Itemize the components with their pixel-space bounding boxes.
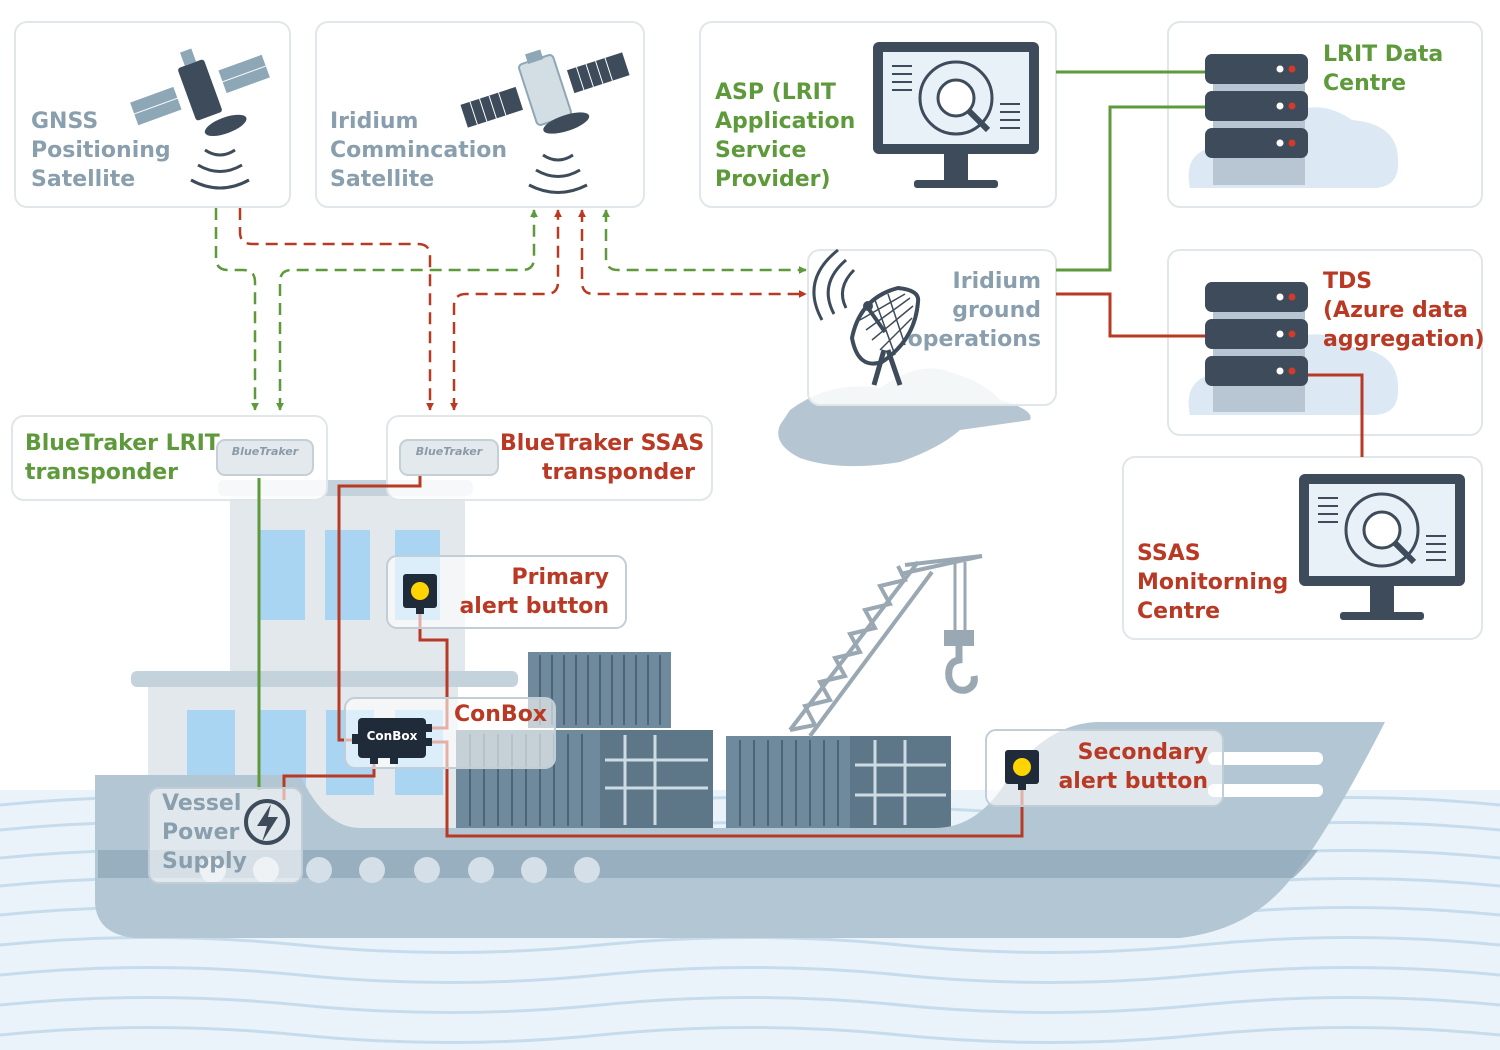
- conbox-device: [352, 718, 432, 764]
- satellite-icon: [460, 49, 630, 194]
- conbox-label: ConBox: [454, 702, 547, 727]
- lrit-device-brand: BlueTraker: [231, 445, 299, 458]
- device-panels: [148, 555, 1224, 884]
- alert-button-icon: [403, 574, 437, 614]
- power-icon: [244, 799, 290, 845]
- satellite-links: [214, 208, 807, 411]
- transponder-panels: [11, 415, 713, 501]
- monitor-icon: [1299, 474, 1465, 620]
- conbox-device-text: ConBox: [366, 729, 418, 743]
- ssas-device-brand: BlueTraker: [415, 445, 483, 458]
- server-icon: [1188, 282, 1399, 415]
- network-connections: [1056, 70, 1364, 457]
- transponder-device: [216, 439, 499, 476]
- ground-station: [778, 248, 1057, 467]
- cargo-containers: [456, 652, 951, 828]
- server-icon: [1188, 54, 1399, 188]
- alert-button-icon: [1005, 750, 1039, 790]
- monitor-icon: [873, 42, 1039, 188]
- crane: [788, 554, 983, 738]
- satellite-icon: [130, 48, 270, 190]
